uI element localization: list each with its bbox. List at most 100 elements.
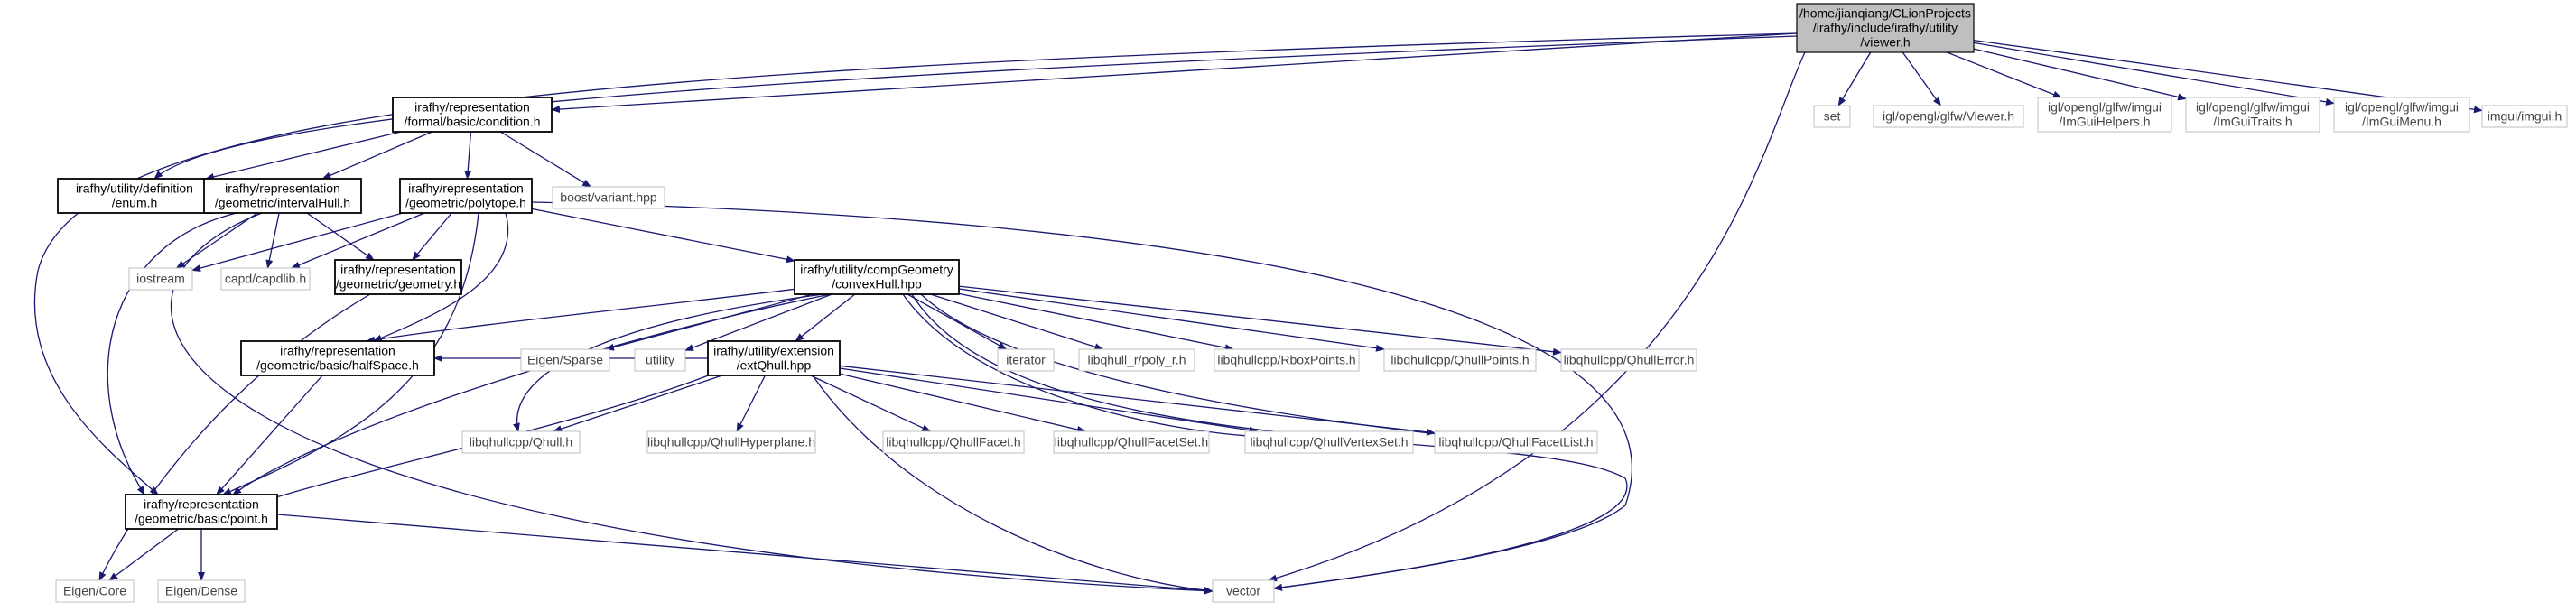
node-vector: vector: [1212, 579, 1275, 603]
node-imguitraits-label-line: /ImGuiTraits.h: [2213, 115, 2292, 129]
edge-condition-to-polytope: [464, 131, 472, 180]
edge-polytope-to-halfspace: [373, 212, 508, 342]
edge-intervalhull-to-geometry: [306, 212, 375, 261]
node-halfspace[interactable]: irafhy/representation/geometric/basic/ha…: [240, 340, 435, 376]
node-intervalhull-label-line: irafhy/representation: [225, 181, 340, 196]
node-eigensparse-box: [520, 348, 610, 372]
edge-halfspace-to-point: [216, 375, 323, 495]
node-convexhull[interactable]: irafhy/utility/compGeometry/convexHull.h…: [794, 259, 960, 295]
node-condition-label-line: irafhy/representation: [414, 100, 530, 115]
node-iostream-label-line: iostream: [136, 272, 185, 286]
node-polyr-box: [1078, 348, 1195, 372]
node-eigendense: Eigen/Dense: [157, 579, 246, 603]
node-qhullpoints-box: [1383, 348, 1537, 372]
node-iterator-label-line: iterator: [1006, 353, 1046, 367]
node-eigensparse: Eigen/Sparse: [520, 348, 610, 372]
edge-viewer-to-condition: [551, 32, 1798, 114]
node-qhullvertexset-label-line: libqhullcpp/QhullVertexSet.h: [1250, 435, 1408, 449]
node-point-box: [125, 494, 278, 530]
node-viewer-label-line: /irafhy/include/irafhy/utility: [1813, 21, 1958, 35]
node-qhullpoints: libqhullcpp/QhullPoints.h: [1383, 348, 1537, 372]
node-condition[interactable]: irafhy/representation/formal/basic/condi…: [392, 97, 553, 133]
node-qhullpoints-label-line: libqhullcpp/QhullPoints.h: [1390, 353, 1529, 367]
edge-extqhull-to-qhull: [553, 375, 723, 432]
edge-polytope-to-iostream: [191, 212, 404, 272]
edge-convexhull-to-qhullpoints: [958, 288, 1385, 352]
node-point-label-line: irafhy/representation: [144, 497, 259, 512]
node-geometry[interactable]: irafhy/representation/geometric/geometry…: [334, 259, 462, 295]
nodes-layer: /home/jianqiang/CLionProjects/irafhy/inc…: [55, 3, 2568, 603]
node-enum-label-line: irafhy/utility/definition: [76, 181, 193, 196]
node-qhullfacet-label-line: libqhullcpp/QhullFacet.h: [886, 435, 1020, 449]
node-imgui-label-line: imgui/imgui.h: [2488, 109, 2562, 124]
edge-convexhull-to-extqhull: [795, 293, 856, 342]
edge-viewer-to-point: [33, 32, 1798, 495]
node-imguitraits-box: [2185, 97, 2320, 133]
edge-convexhull-to-rboxpoints: [958, 292, 1234, 352]
node-polyr-label-line: libqhull_r/poly_r.h: [1088, 353, 1186, 367]
node-extqhull-label-line: /extQhull.hpp: [737, 358, 812, 373]
node-utility-box: [634, 348, 686, 372]
node-imguihelpers-box: [2037, 97, 2172, 133]
node-imguimenu-label-line: /ImGuiMenu.h: [2362, 115, 2441, 129]
edge-convexhull-to-halfspace: [366, 286, 814, 344]
edge-convexhull-to-qhullerror: [958, 285, 1562, 356]
node-point[interactable]: irafhy/representation/geometric/basic/po…: [125, 494, 278, 530]
node-imguihelpers: igl/opengl/glfw/imgui/ImGuiHelpers.h: [2037, 97, 2172, 133]
node-vector-label-line: vector: [1226, 584, 1260, 598]
node-polytope[interactable]: irafhy/representation/geometric/polytope…: [399, 178, 533, 214]
node-utility: utility: [634, 348, 686, 372]
edge-viewer-to-vector: [1268, 51, 1806, 582]
node-eigendense-label-line: Eigen/Dense: [165, 584, 237, 598]
node-rboxpoints-box: [1214, 348, 1360, 372]
node-extqhull-label-line: irafhy/utility/extension: [713, 344, 834, 358]
node-rboxpoints: libqhullcpp/RboxPoints.h: [1214, 348, 1360, 372]
node-extqhull[interactable]: irafhy/utility/extension/extQhull.hpp: [707, 340, 841, 376]
node-qhullerror-label-line: libqhullcpp/QhullError.h: [1564, 353, 1695, 367]
node-condition-box: [392, 97, 553, 133]
node-boostvariant: boost/variant.hpp: [552, 186, 665, 209]
node-capdlib: capd/capdlib.h: [220, 267, 311, 291]
node-enum-box: [57, 178, 212, 214]
node-utility-label-line: utility: [646, 353, 674, 367]
edge-condition-to-enum: [205, 131, 402, 181]
node-qhullhyperplane: libqhullcpp/QhullHyperplane.h: [646, 430, 816, 454]
node-convexhull-label-line: irafhy/utility/compGeometry: [800, 263, 953, 277]
node-geometry-label-line: /geometric/geometry.h: [336, 277, 460, 292]
edge-convexhull-to-point: [232, 293, 832, 495]
node-boostvariant-label-line: boost/variant.hpp: [560, 190, 657, 205]
node-qhullerror-box: [1560, 348, 1697, 372]
node-enum[interactable]: irafhy/utility/definition/enum.h: [57, 178, 212, 214]
node-set: set: [1813, 105, 1851, 128]
edge-polytope-to-capdlib: [291, 212, 425, 269]
node-viewer_igl: igl/opengl/glfw/Viewer.h: [1873, 105, 2024, 128]
node-qhullvertexset: libqhullcpp/QhullVertexSet.h: [1244, 430, 1414, 454]
node-eigencore-label-line: Eigen/Core: [63, 584, 126, 598]
edges-layer: [33, 32, 2483, 595]
node-qhullhyperplane-box: [646, 430, 816, 454]
node-capdlib-label-line: capd/capdlib.h: [225, 272, 306, 286]
node-qhullfacetset: libqhullcpp/QhullFacetSet.h: [1053, 430, 1210, 454]
node-capdlib-box: [220, 267, 311, 291]
node-imguitraits-label-line: igl/opengl/glfw/imgui: [2196, 100, 2310, 115]
edge-polytope-to-vector: [531, 201, 1632, 591]
node-polytope-box: [399, 178, 533, 214]
node-halfspace-box: [240, 340, 435, 376]
node-viewer_igl-box: [1873, 105, 2024, 128]
node-viewer[interactable]: /home/jianqiang/CLionProjects/irafhy/inc…: [1796, 3, 1975, 53]
node-viewer_igl-label-line: igl/opengl/glfw/Viewer.h: [1883, 109, 2014, 124]
node-intervalhull[interactable]: irafhy/representation/geometric/interval…: [203, 178, 362, 214]
node-viewer-label-line: /viewer.h: [1860, 35, 1910, 50]
node-polytope-label-line: irafhy/representation: [408, 181, 524, 196]
node-qhullvertexset-box: [1244, 430, 1414, 454]
node-convexhull-box: [794, 259, 960, 295]
node-polyr: libqhull_r/poly_r.h: [1078, 348, 1195, 372]
node-imguihelpers-label-line: igl/opengl/glfw/imgui: [2048, 100, 2162, 115]
edge-polytope-to-point: [222, 212, 479, 495]
node-eigencore: Eigen/Core: [55, 579, 135, 603]
node-qhullfacetlist: libqhullcpp/QhullFacetList.h: [1434, 430, 1598, 454]
node-extqhull-box: [707, 340, 841, 376]
edge-convexhull-to-polyr: [930, 293, 1104, 351]
node-eigencore-box: [55, 579, 135, 603]
